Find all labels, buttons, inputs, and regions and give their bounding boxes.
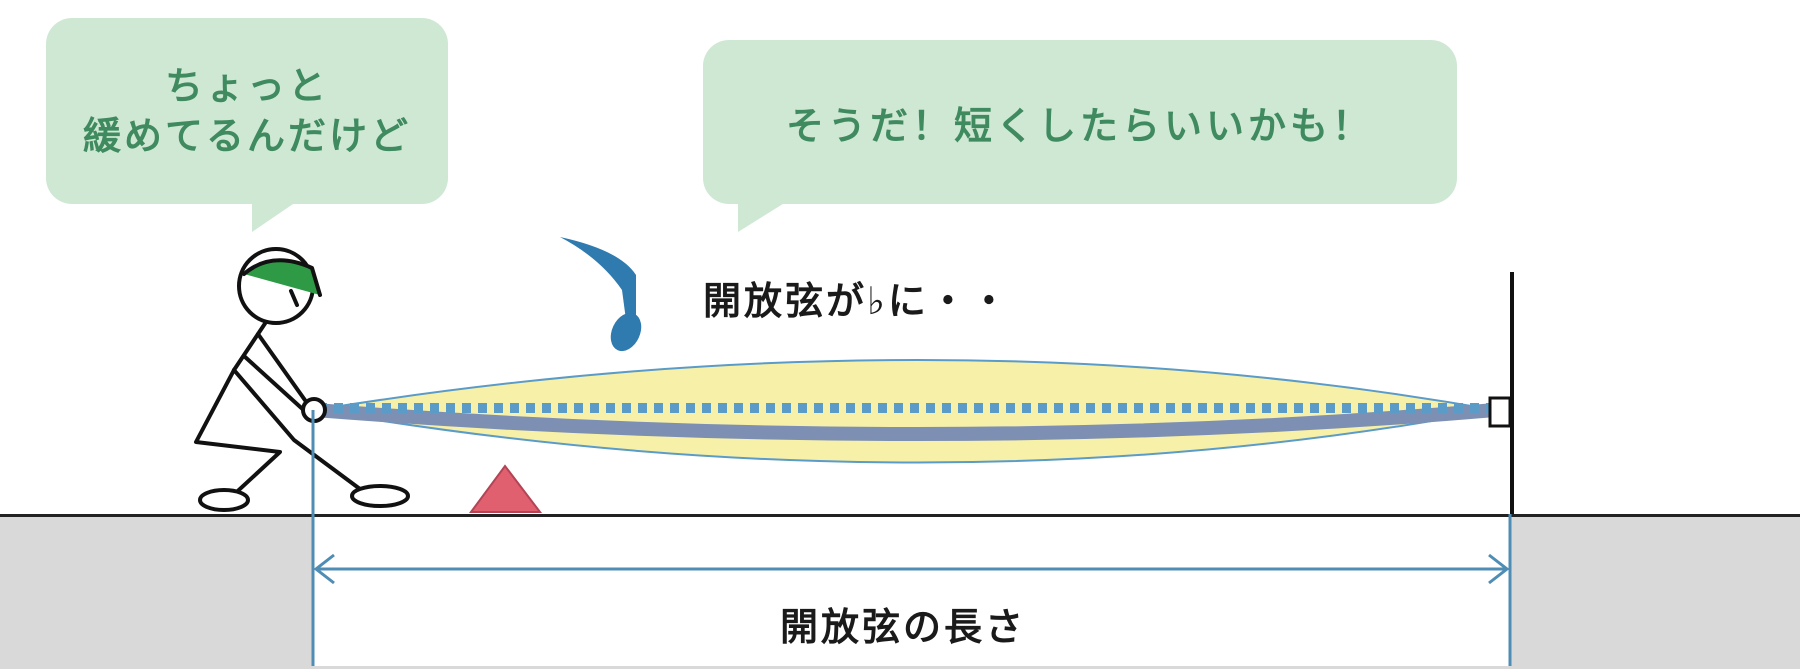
speech-bubble-right-tail	[738, 202, 786, 232]
speech-bubble-left: ちょっと 緩めてるんだけど	[46, 18, 448, 204]
label-open-string-flat: 開放弦が♭に・・	[703, 279, 1011, 323]
speech-bubble-left-tail	[252, 202, 296, 232]
ground-gap	[313, 517, 1510, 666]
bubble-right-text: そうだ！短くしたらいいかも！	[785, 103, 1374, 148]
triangle-bridge-icon	[469, 464, 543, 513]
arrow-left-icon	[313, 553, 335, 585]
string-thick	[308, 403, 1502, 441]
bubble-left-line2: 緩めてるんだけど	[82, 114, 411, 158]
stick-figure-icon	[194, 247, 410, 512]
speech-bubble-right: そうだ！短くしたらいいかも！	[703, 40, 1457, 204]
bubble-left-line1: ちょっと	[164, 64, 329, 108]
music-note-icon	[560, 237, 642, 352]
arrow-right-icon	[1488, 553, 1510, 585]
end-post-bracket	[1488, 396, 1512, 428]
label-open-string-length: 開放弦の長さ	[780, 605, 1027, 649]
